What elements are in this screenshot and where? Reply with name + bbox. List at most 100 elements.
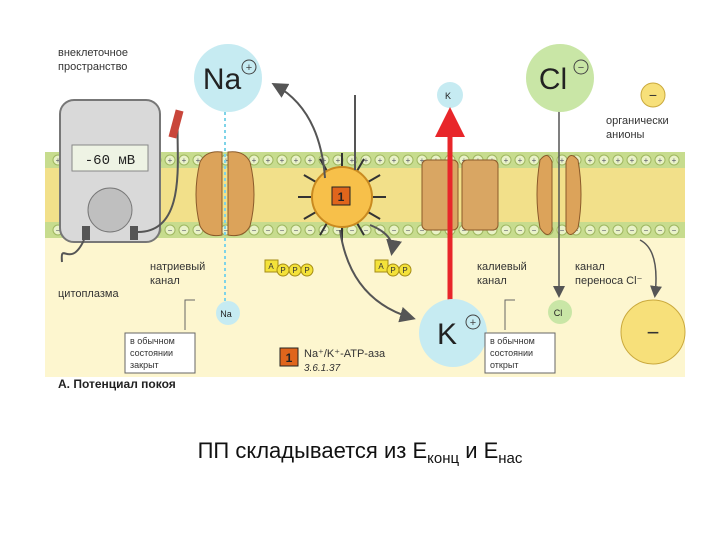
membrane-charge-sign: + — [504, 156, 509, 165]
caption-middle: и Е — [459, 438, 499, 463]
molecule-label: P — [292, 266, 297, 275]
enzyme-ray — [356, 222, 365, 236]
membrane-charge-sign: − — [280, 226, 285, 235]
potassium-ion-cytoplasm: K + — [419, 299, 487, 367]
caption-sub-conc: конц — [427, 450, 460, 467]
membrane-charge — [668, 154, 680, 166]
svg-text:−: − — [647, 320, 660, 345]
membrane-charge — [262, 224, 274, 236]
membrane-charge-sign: − — [252, 226, 257, 235]
svg-text:Cl: Cl — [539, 63, 567, 96]
pump-arrow-k-cytoplasm — [339, 229, 416, 323]
membrane-charge-sign: − — [350, 226, 355, 235]
potassium-ion-small-extracellular: K — [437, 82, 463, 108]
phosphate-group — [398, 263, 412, 277]
membrane-charge-sign: − — [336, 226, 341, 235]
membrane-charge-sign: − — [462, 226, 467, 235]
chloride-ion-cytoplasm: Cl — [548, 300, 572, 324]
phosphate-group — [300, 263, 314, 277]
membrane-charge-sign: + — [294, 156, 299, 165]
resting-potential-diagram: ++++++++++++++++++++++++++++++++++++++++… — [45, 44, 686, 391]
caption-prefix: ПП складывается из Е — [197, 438, 428, 463]
membrane-charge-sign: + — [644, 156, 649, 165]
membrane-charge — [612, 154, 624, 166]
membrane-charge — [640, 224, 652, 236]
svg-text:в обычном состоянии: в обычном состоянии открыт — [490, 336, 537, 370]
molecule-label: A — [268, 262, 274, 271]
membrane-charge-sign: + — [196, 156, 201, 165]
membrane-charge-sign: − — [532, 226, 537, 235]
enzyme-ray — [303, 174, 317, 183]
membrane-charge-sign: + — [364, 156, 369, 165]
voltmeter: -60 мВ — [59, 99, 184, 263]
cytoplasm-label: цитоплазма — [58, 288, 119, 300]
svg-text:−: − — [578, 62, 584, 74]
membrane-charge-sign: + — [420, 156, 425, 165]
voltmeter-reading: -60 мВ — [85, 153, 135, 169]
molecule-label: P — [280, 266, 285, 275]
molecule-label: P — [402, 266, 407, 275]
membrane-charge-sign: + — [224, 156, 229, 165]
membrane-charge-sign: + — [308, 156, 313, 165]
svg-text:Na: Na — [220, 309, 232, 319]
membrane-charge — [178, 224, 190, 236]
membrane-charge — [514, 154, 526, 166]
membrane-charge-sign: + — [658, 156, 663, 165]
membrane-charge-sign: + — [252, 156, 257, 165]
membrane-charge — [304, 154, 316, 166]
enzyme-code: 3.6.1.37 — [304, 363, 341, 374]
membrane-charge-sign: + — [630, 156, 635, 165]
membrane-charge-sign: − — [406, 226, 411, 235]
membrane-charge-sign: + — [532, 156, 537, 165]
membrane-charge-sign: + — [560, 156, 565, 165]
membrane-charge — [178, 154, 190, 166]
organic-anion-pointer — [639, 239, 662, 298]
caption: ПП складывается из Еконц и Енас — [0, 438, 720, 467]
membrane-charge-sign: − — [56, 226, 61, 235]
membrane-charge — [598, 224, 610, 236]
organic-anion-extracellular: − — [640, 82, 666, 108]
enzyme-ray — [367, 174, 381, 183]
membrane-charge-sign: − — [518, 226, 523, 235]
membrane-charge-sign: + — [322, 156, 327, 165]
membrane-charge-sign: − — [420, 226, 425, 235]
chloride-ion-extracellular: Cl − — [526, 44, 594, 112]
sodium-closed-pointer — [184, 299, 195, 330]
molecule-label: P — [390, 266, 395, 275]
membrane-charge-sign: − — [658, 226, 663, 235]
chloride-channel-label: канал переноса Cl⁻ — [575, 261, 643, 287]
svg-text:1: 1 — [286, 351, 293, 365]
membrane-charge-sign: + — [168, 156, 173, 165]
membrane-charge — [164, 154, 176, 166]
enzyme-ray — [303, 211, 317, 220]
membrane-charge — [626, 154, 638, 166]
membrane-charge — [402, 224, 414, 236]
membrane-charge-sign: + — [588, 156, 593, 165]
membrane-charge — [528, 224, 540, 236]
enzyme-ray — [319, 222, 328, 236]
membrane-charge-sign: − — [504, 226, 509, 235]
membrane-charge-sign: − — [644, 226, 649, 235]
membrane-charge-sign: − — [168, 226, 173, 235]
membrane-charge — [276, 154, 288, 166]
membrane-charge — [164, 224, 176, 236]
membrane-charge — [360, 154, 372, 166]
membrane-charge — [374, 154, 386, 166]
svg-text:−: − — [649, 87, 657, 103]
enzyme-legend: 1 Na⁺/K⁺-ATP-аза 3.6.1.37 — [279, 347, 386, 374]
membrane-charge — [514, 224, 526, 236]
membrane-charge-sign: + — [280, 156, 285, 165]
caption-sub-nas: нас — [498, 450, 523, 467]
membrane-charge-sign: − — [224, 226, 229, 235]
membrane-charge — [584, 224, 596, 236]
sodium-closed-box: в обычном состоянии закрыт — [124, 332, 196, 374]
extracellular-label: внеклеточное пространство — [58, 47, 131, 73]
membrane-charge — [626, 224, 638, 236]
membrane-charge — [248, 224, 260, 236]
membrane-charge-sign: − — [182, 226, 187, 235]
membrane-charge-sign: − — [266, 226, 271, 235]
sodium-ion-cytoplasm: Na — [216, 301, 240, 325]
membrane-charge-sign: − — [672, 226, 677, 235]
